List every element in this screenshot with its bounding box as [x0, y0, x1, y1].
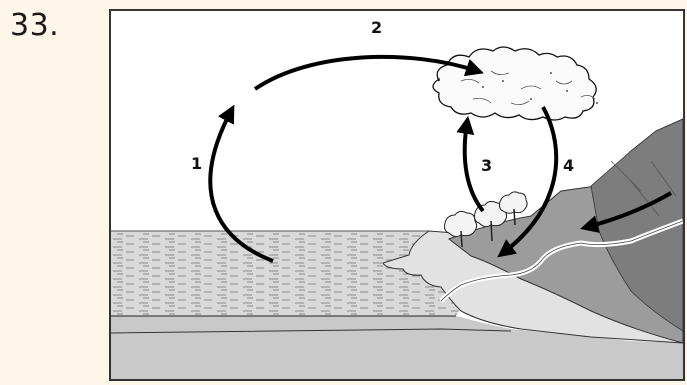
stage-label-3: 3 [481, 156, 492, 175]
water-cycle-diagram: 1 2 3 4 [109, 9, 685, 381]
cloud [433, 47, 598, 120]
stage-label-4: 4 [563, 156, 574, 175]
question-number: 33. [10, 8, 59, 43]
stage-label-2: 2 [371, 18, 382, 37]
stage-label-1: 1 [191, 154, 202, 173]
water-cycle-illustration: 1 2 3 4 [111, 11, 683, 379]
